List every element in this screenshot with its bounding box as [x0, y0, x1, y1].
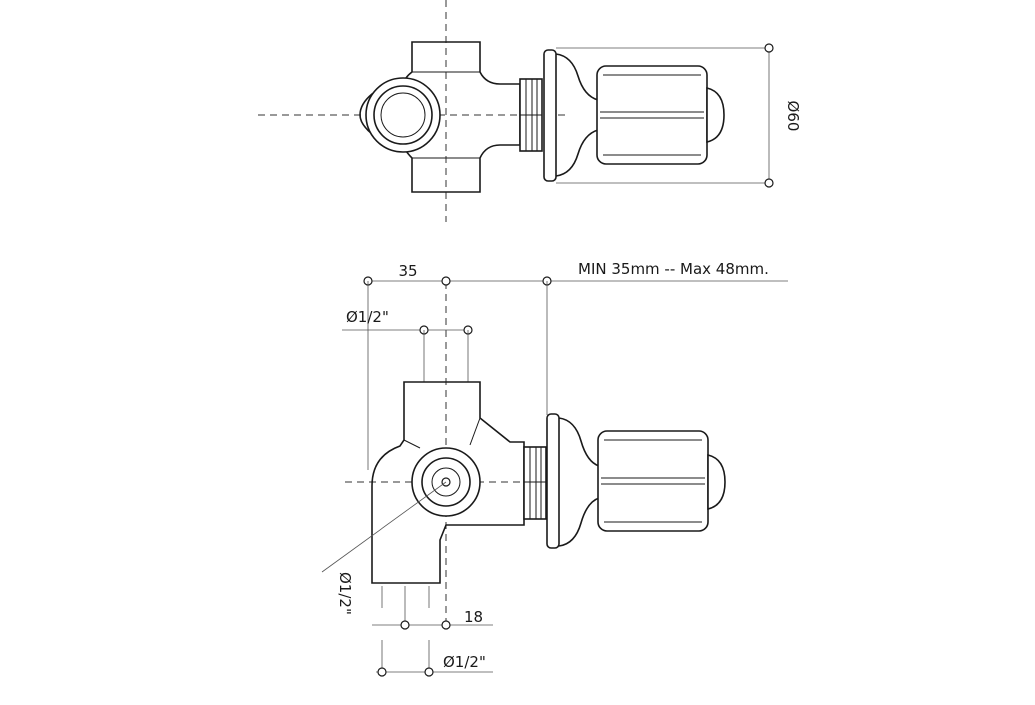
- front-view-body-bevel: [469, 417, 481, 446]
- top-view-handle: [596, 65, 708, 165]
- side-inlet-diameter-label: Ø1/2": [336, 572, 354, 615]
- top-view-port-middle: [373, 85, 433, 145]
- top-view-port-outer: [365, 77, 441, 153]
- top-view: Ø60: [258, 0, 802, 222]
- depth-range-label: MIN 35mm -- Max 48mm.: [578, 260, 769, 278]
- bottom-outlet-dim-node: [377, 667, 387, 677]
- width-dim-node: [441, 276, 451, 286]
- offset-dim-node: [400, 620, 410, 630]
- top-view-dim-node: [764, 178, 774, 188]
- front-view-handle-cap: [707, 453, 726, 511]
- side-inlet-leader: [321, 481, 447, 573]
- front-view-handle-neck: [558, 417, 600, 547]
- front-view-escutcheon: [546, 413, 560, 549]
- front-view-stem: [523, 446, 547, 520]
- bottom-outlet-diameter-label: Ø1/2": [443, 653, 486, 671]
- top-inlet-diameter-label: Ø1/2": [346, 308, 389, 326]
- front-view-handle: [597, 430, 709, 532]
- top-view-handle-cap: [706, 86, 725, 144]
- front-view-body-bevel-lower: [403, 439, 421, 449]
- offset-dim-node: [441, 620, 451, 630]
- top-view-escutcheon: [543, 49, 557, 182]
- diameter-60-label: Ø60: [784, 101, 802, 132]
- bottom-outlet-dim-node: [424, 667, 434, 677]
- top-view-dim-node: [764, 43, 774, 53]
- front-view: 35 MIN 35mm -- Max 48mm. Ø1/2" Ø1/2": [321, 260, 788, 677]
- front-view-port-middle: [421, 457, 471, 507]
- front-view-valve-body: [371, 381, 525, 584]
- top-view-port-inner: [380, 92, 426, 138]
- width-35-label: 35: [398, 262, 417, 280]
- offset-18-label: 18: [464, 608, 483, 626]
- front-view-port-inner: [431, 467, 461, 497]
